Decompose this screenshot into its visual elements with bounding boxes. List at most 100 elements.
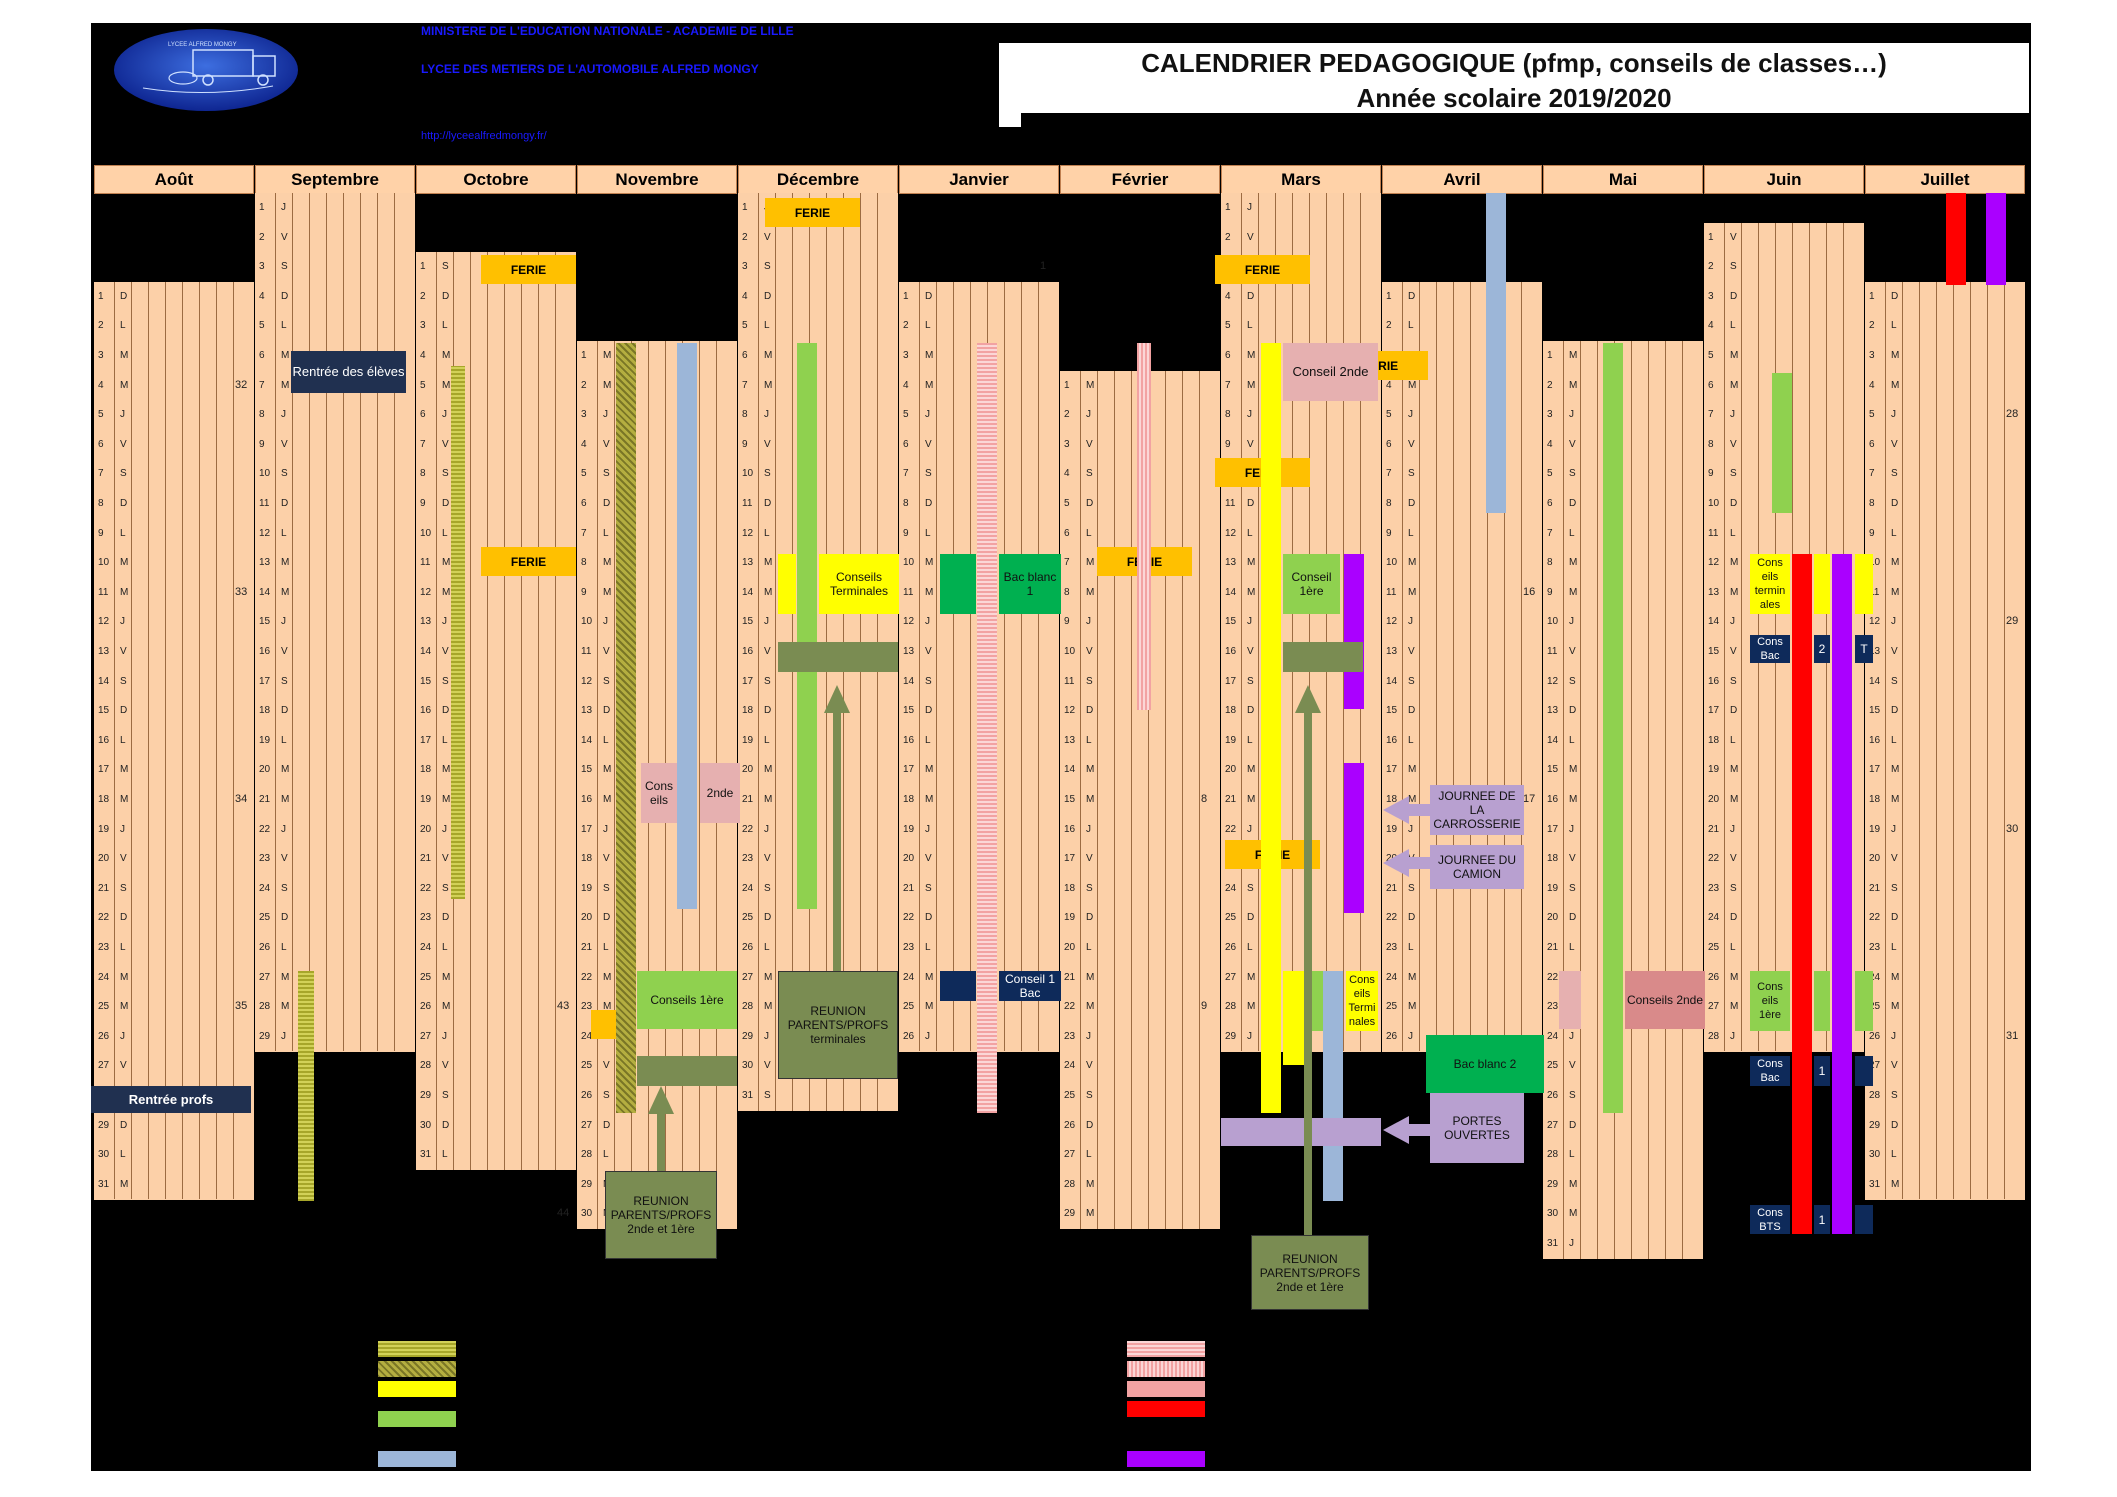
day-row <box>738 1081 898 1111</box>
weekday-letter: M <box>281 971 290 983</box>
day-row <box>255 311 415 342</box>
weekday-letter: S <box>1408 468 1415 480</box>
camion-arrow-shaft <box>1409 857 1431 869</box>
day-number: 5 <box>259 320 265 332</box>
day-row <box>94 311 254 342</box>
day-number: 12 <box>420 586 432 598</box>
day-row <box>94 933 254 963</box>
day-number: 28 <box>581 1149 593 1161</box>
day-number: 6 <box>1064 527 1070 539</box>
weekday-letter: L <box>1569 1149 1575 1161</box>
weekday-letter: L <box>764 942 770 953</box>
weekday-letter: M <box>1730 971 1739 983</box>
day-row <box>1382 459 1542 490</box>
day-row <box>255 725 415 756</box>
weekday-letter: V <box>1730 853 1737 865</box>
day-row <box>255 844 415 875</box>
column-separator <box>148 281 149 1200</box>
day-row <box>577 459 737 490</box>
day-number: 14 <box>742 586 754 598</box>
weekday-letter: D <box>281 290 289 302</box>
day-number: 14 <box>1064 764 1076 776</box>
day-number: 10 <box>1064 646 1076 657</box>
day-number: 21 <box>1386 882 1398 894</box>
day-number: 31 <box>1869 1178 1881 1190</box>
day-number: 29 <box>259 1030 271 1042</box>
day-number: 7 <box>259 379 265 391</box>
legend-swatch-pink-h <box>1127 1341 1205 1357</box>
day-number: 19 <box>98 823 110 835</box>
day-number: 18 <box>259 705 271 717</box>
weekday-letter: J <box>603 823 608 835</box>
weekday-letter: M <box>1891 350 1900 361</box>
day-row <box>416 903 576 934</box>
day-number: 18 <box>420 764 432 776</box>
column-separator <box>1309 193 1310 1052</box>
day-number: 22 <box>98 912 110 924</box>
day-number: 24 <box>98 971 110 983</box>
weekday-letter: J <box>925 823 930 835</box>
column-separator <box>919 281 920 1052</box>
day-number: 1 <box>1386 290 1392 302</box>
day-number: 4 <box>742 290 748 302</box>
weekday-letter: M <box>1247 350 1256 361</box>
day-number: 10 <box>1708 498 1720 509</box>
day-number: 15 <box>1869 705 1881 717</box>
day-row <box>577 903 737 934</box>
juin-1a-box: 1 <box>1814 1056 1830 1086</box>
day-number: 2 <box>420 290 426 302</box>
weekday-letter: S <box>764 1090 771 1101</box>
week-number: 32 <box>235 378 248 391</box>
day-number: 6 <box>1225 350 1231 361</box>
day-number: 7 <box>1386 468 1392 480</box>
weekday-letter: S <box>120 468 127 480</box>
day-number: 4 <box>1869 379 1875 391</box>
weekday-letter: M <box>1730 379 1739 391</box>
day-number: 23 <box>742 853 754 865</box>
school-year: Année scolaire 2019/2020 <box>1356 83 1672 113</box>
day-row <box>1865 489 2025 519</box>
weekday-letter: S <box>1891 882 1898 894</box>
weekday-letter: M <box>1569 586 1578 598</box>
day-number: 19 <box>1064 912 1076 924</box>
conseil-2nde-mars-box: Conseil 2nde <box>1283 343 1378 401</box>
column-separator <box>1597 341 1598 1259</box>
reunion-mars-arrow-head <box>1295 685 1321 713</box>
day-row <box>1060 962 1220 993</box>
day-row <box>1543 341 1703 371</box>
day-row <box>255 666 415 697</box>
mars-olive-block <box>1283 642 1363 672</box>
column-separator <box>131 281 132 1200</box>
day-row <box>738 814 898 845</box>
column-separator <box>1885 281 1886 1200</box>
day-number: 6 <box>1708 379 1714 391</box>
school-url[interactable]: http://lyceealfredmongy.fr/ <box>421 130 547 142</box>
day-number: 13 <box>1225 557 1237 569</box>
column-separator <box>199 281 200 1200</box>
day-number: 3 <box>420 320 426 332</box>
day-number: 14 <box>903 675 915 687</box>
column-separator <box>1631 341 1632 1259</box>
week-number: 34 <box>235 793 248 805</box>
day-number: 26 <box>1869 1030 1881 1042</box>
day-number: 13 <box>742 557 754 569</box>
weekday-letter: S <box>442 882 449 894</box>
weekday-letter: D <box>764 705 772 717</box>
weekday-letter: L <box>1891 320 1897 332</box>
day-number: 29 <box>98 1119 110 1131</box>
day-number: 21 <box>98 882 110 894</box>
pfmp-juillet-red <box>1946 193 1966 285</box>
day-number: 8 <box>903 498 909 509</box>
weekday-letter: D <box>925 705 933 717</box>
day-number: 12 <box>1386 616 1398 628</box>
cons-bts-box: Cons BTS <box>1750 1205 1790 1234</box>
weekday-letter: J <box>764 616 769 628</box>
weekday-letter: L <box>1247 734 1253 746</box>
day-row <box>416 370 576 401</box>
day-number: 27 <box>259 971 271 983</box>
day-number: 4 <box>581 438 587 450</box>
day-number: 6 <box>581 498 587 509</box>
day-number: 25 <box>1708 942 1720 953</box>
day-number: 14 <box>420 646 432 657</box>
day-number: 4 <box>1708 320 1714 332</box>
